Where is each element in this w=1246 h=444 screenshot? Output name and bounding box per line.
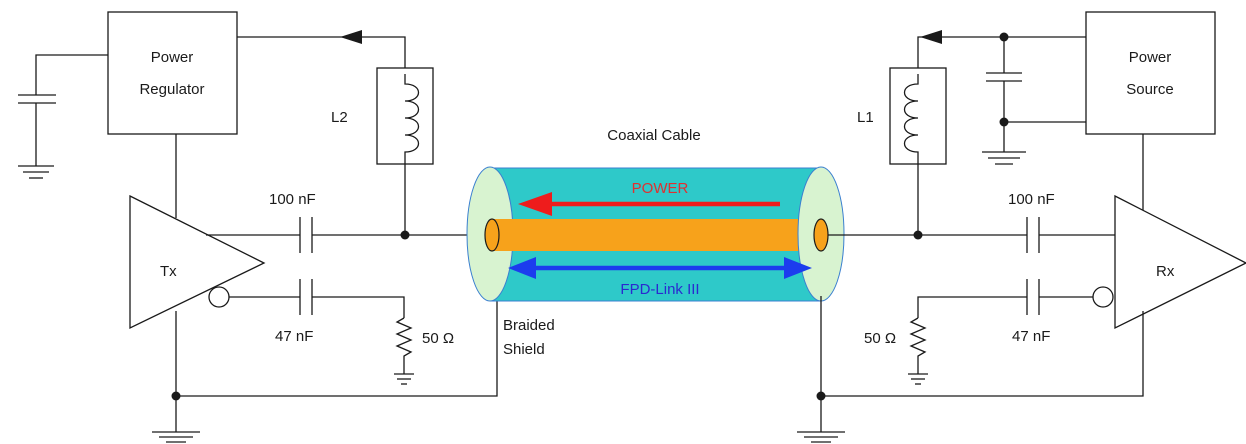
regulator-decoupling-capacitor [18,54,108,166]
power-regulator-label-2: Regulator [139,81,204,98]
core-end-left [484,218,500,252]
tx-termination-wire-b [312,296,405,318]
ground-symbol-regulator [18,165,54,179]
cable-title: Coaxial Cable [607,127,700,144]
rx-termination-capacitor-label: 47 nF [1012,328,1050,345]
power-arrow-icon [518,192,552,216]
tx-label: Tx [160,263,177,280]
ground-symbol-tx [152,431,200,443]
inductor-l1-label: L1 [857,109,874,126]
power-label: POWER [632,180,689,197]
coaxial-cable: Coaxial Cable POWER FPD-Link III Braided… [466,127,845,358]
rx-transceiver: Rx [1092,194,1246,330]
tx-termination-capacitor-label: 47 nF [275,328,313,345]
rx-inverting-input-bubble [1092,286,1114,308]
power-source-label-2: Source [1126,81,1174,98]
rx-termination-capacitor: 47 nF [1012,279,1050,345]
tx-termination-resistor: 50 Ω [395,317,454,374]
tx-coupling-capacitor-label: 100 nF [269,191,316,208]
power-regulator: Power Regulator [107,11,238,135]
regulator-to-l2-wire [237,36,406,68]
rx-termination-resistor-label: 50 Ω [864,330,896,347]
shield-label-1: Braided [503,317,555,334]
signal-arrow-left-icon [508,257,536,279]
tx-junction-dot [400,230,410,240]
shield-label-2: Shield [503,341,545,358]
rx-label: Rx [1156,263,1175,280]
rx-termination-wire-b [917,296,1027,318]
tx-coupling-capacitor: 100 nF [269,191,316,253]
inductor-l2: L2 [331,67,434,165]
tx-ground-junction-dot [171,391,181,401]
power-source: Power Source [1085,11,1216,135]
regulator-arrow-icon [340,30,362,44]
l1-to-source-wire [917,36,1086,68]
source-arrow-icon [920,30,942,44]
rx-ground-return-wire [821,311,1144,397]
inductor-l1: L1 [857,67,947,165]
power-regulator-label-1: Power [151,49,194,66]
tx-termination-resistor-label: 50 Ω [422,330,454,347]
inductor-l2-label: L2 [331,109,348,126]
cable-core [492,219,822,251]
signal-label: FPD-Link III [620,281,699,298]
power-source-label-1: Power [1129,49,1172,66]
ground-symbol-source [982,151,1026,165]
core-end-right [813,218,829,252]
rx-ground-junction-dot [816,391,826,401]
tx-termination-capacitor: 47 nF [275,279,313,345]
ground-symbol-tx-termination [394,373,414,385]
signal-arrow-right-icon [784,257,812,279]
ground-symbol-rx [797,431,845,443]
tx-shield-return-wire [176,296,498,397]
rx-coupling-capacitor: 100 nF [1008,191,1055,253]
rx-termination-resistor: 50 Ω [864,317,927,374]
tx-inverting-output-bubble [208,286,230,308]
tx-transceiver: Tx [129,194,266,330]
source-decoupling-capacitor-1 [986,37,1022,122]
ground-symbol-rx-termination [908,373,928,385]
rx-coupling-capacitor-label: 100 nF [1008,191,1055,208]
